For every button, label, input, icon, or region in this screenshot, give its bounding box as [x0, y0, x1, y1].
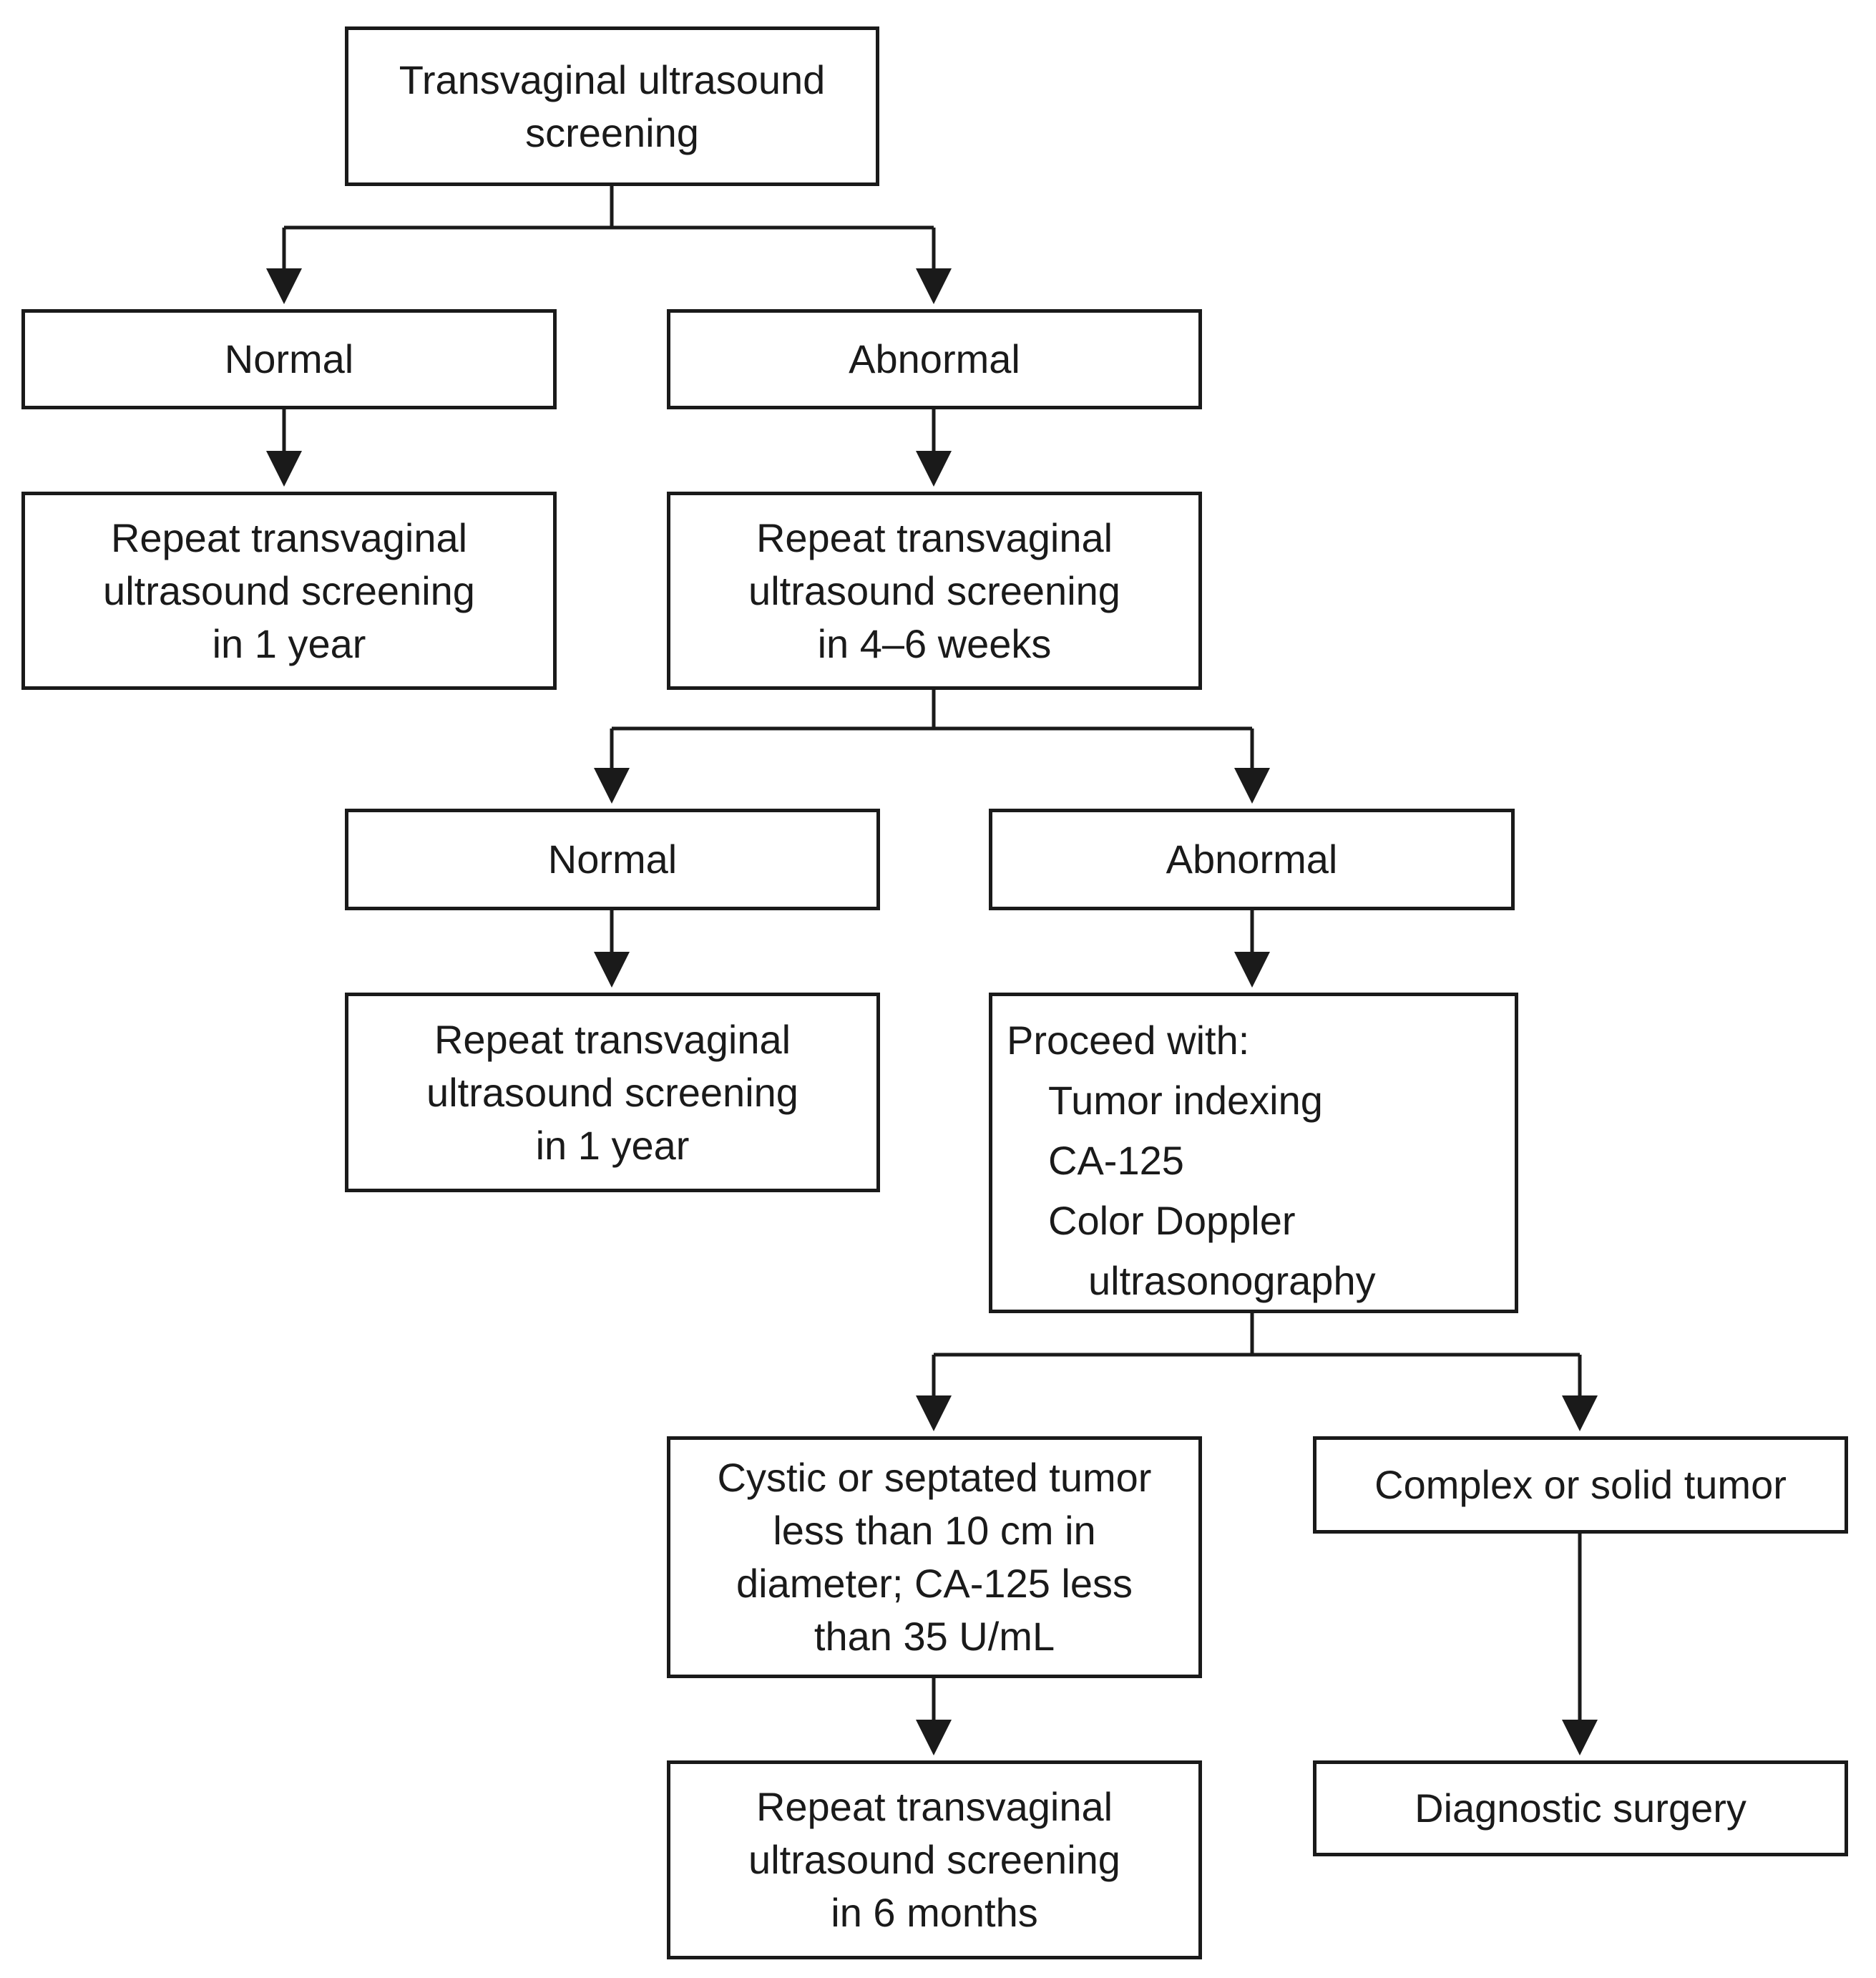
diagnostic-surgery-node: Diagnostic surgery	[1313, 1760, 1848, 1856]
node-text-line: Abnormal	[1166, 837, 1338, 882]
node-text-line: Cystic or septated tumor	[717, 1455, 1152, 1500]
node-text-line: Repeat transvaginal	[756, 1784, 1113, 1829]
node-text-line: ultrasound screening	[748, 567, 1120, 613]
complex-tumor-node: Complex or solid tumor	[1313, 1436, 1848, 1534]
node-text-line: Abnormal	[849, 336, 1020, 381]
proceed-item-tumor-indexing: Tumor indexing	[1048, 1078, 1323, 1123]
proceed-item-ca-125: CA-125	[1048, 1138, 1184, 1183]
node-text-line: in 1 year	[535, 1122, 690, 1168]
node-text-line: Normal	[224, 336, 354, 381]
repeat-1-year-node-b: Repeat transvaginal ultrasound screening…	[345, 993, 880, 1192]
node-text-line: screening	[525, 109, 699, 155]
proceed-heading: Proceed with:	[1007, 1018, 1250, 1063]
repeat-4-6-weeks-node: Repeat transvaginal ultrasound screening…	[667, 492, 1202, 690]
node-text-line: Repeat transvaginal	[756, 515, 1113, 560]
node-text-line: ultrasound screening	[103, 567, 475, 613]
node-text-line: in 4–6 weeks	[817, 620, 1052, 666]
node-text-line: Diagnostic surgery	[1415, 1785, 1746, 1831]
node-text-line: less than 10 cm in	[773, 1508, 1096, 1553]
connector-proceed-split	[934, 1313, 1254, 1357]
normal-node-2: Normal	[345, 809, 880, 910]
node-text-line: than 35 U/mL	[814, 1614, 1055, 1659]
node-text-line: ultrasound screening	[748, 1837, 1120, 1882]
connector-4-6-weeks-split	[612, 688, 936, 731]
node-text-line: Repeat transvaginal	[110, 515, 468, 560]
connector-start-split	[284, 186, 614, 230]
node-text-line: in 1 year	[212, 620, 366, 666]
proceed-item-color-doppler: Color Doppler	[1048, 1198, 1296, 1243]
node-text-line: Transvaginal ultrasound	[399, 57, 826, 102]
node-text-line: Complex or solid tumor	[1374, 1462, 1787, 1507]
node-text-line: Repeat transvaginal	[434, 1016, 791, 1062]
node-text-line: in 6 months	[831, 1890, 1038, 1935]
proceed-with-node: Proceed with: Tumor indexing CA-125 Colo…	[989, 993, 1518, 1313]
node-text-line: diameter; CA-125 less	[736, 1561, 1133, 1606]
node-text-line: ultrasound screening	[426, 1069, 798, 1115]
abnormal-node-1: Abnormal	[667, 309, 1202, 409]
repeat-6-months-node: Repeat transvaginal ultrasound screening…	[667, 1760, 1202, 1959]
normal-node-1: Normal	[21, 309, 557, 409]
node-text-line: Normal	[547, 837, 678, 882]
cystic-tumor-node: Cystic or septated tumor less than 10 cm…	[667, 1436, 1202, 1678]
abnormal-node-2: Abnormal	[989, 809, 1515, 910]
repeat-1-year-node-a: Repeat transvaginal ultrasound screening…	[21, 492, 557, 690]
start-node: Transvaginal ultrasound screening	[345, 26, 879, 186]
proceed-item-continuation: ultrasonography	[1088, 1258, 1376, 1303]
